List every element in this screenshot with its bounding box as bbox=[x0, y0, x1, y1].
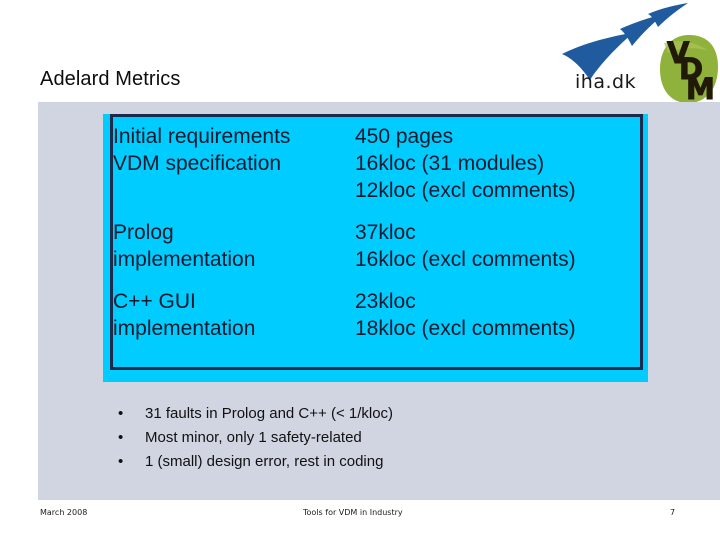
table-group-gap bbox=[113, 273, 640, 288]
page-title: Adelard Metrics bbox=[40, 68, 181, 90]
table-group-gap bbox=[113, 204, 640, 219]
institution-logo: iha.dk V D M bbox=[560, 2, 720, 106]
svg-text:D: D bbox=[679, 52, 703, 86]
table-row: VDM specification 16kloc (31 modules) bbox=[113, 150, 640, 177]
metric-label: implementation bbox=[113, 248, 256, 271]
metric-label: Initial requirements bbox=[113, 125, 291, 148]
blue-swoosh-icon bbox=[562, 3, 688, 80]
metrics-table: Initial requirements 450 pages VDM speci… bbox=[113, 123, 640, 342]
list-item: • Most minor, only 1 safety-related bbox=[118, 426, 638, 450]
metric-value: 450 pages bbox=[355, 125, 454, 148]
table-row: C++ GUI 23kloc bbox=[113, 288, 640, 315]
bullet-list: • 31 faults in Prolog and C++ (< 1/kloc)… bbox=[118, 402, 638, 474]
table-row: Initial requirements 450 pages bbox=[113, 123, 640, 150]
metrics-box-frame: Initial requirements 450 pages VDM speci… bbox=[110, 114, 643, 370]
list-item: • 31 faults in Prolog and C++ (< 1/kloc) bbox=[118, 402, 638, 426]
bullet-icon: • bbox=[118, 405, 124, 422]
footer-date: March 2008 bbox=[40, 508, 88, 517]
bullet-icon: • bbox=[118, 453, 124, 470]
metric-value: 23kloc bbox=[355, 290, 416, 313]
metrics-box: Initial requirements 450 pages VDM speci… bbox=[103, 114, 648, 382]
list-item-label: Most minor, only 1 safety-related bbox=[145, 429, 362, 446]
table-row: implementation 16kloc (excl comments) bbox=[113, 246, 640, 273]
slide-footer: March 2008 Tools for VDM in Industry 7 bbox=[0, 505, 720, 525]
table-row: 12kloc (excl comments) bbox=[113, 177, 640, 204]
svg-text:M: M bbox=[686, 72, 715, 105]
bullet-icon: • bbox=[118, 429, 124, 446]
metric-label: C++ GUI bbox=[113, 290, 196, 313]
table-row: Prolog 37kloc bbox=[113, 219, 640, 246]
metric-label: implementation bbox=[113, 317, 256, 340]
content-panel: Initial requirements 450 pages VDM speci… bbox=[38, 102, 720, 500]
metric-value: 16kloc (31 modules) bbox=[355, 152, 545, 175]
list-item: • 1 (small) design error, rest in coding bbox=[118, 450, 638, 474]
metric-label: Prolog bbox=[113, 221, 174, 244]
metric-value: 18kloc (excl comments) bbox=[355, 317, 576, 340]
svg-text:V: V bbox=[667, 36, 690, 70]
footer-title: Tools for VDM in Industry bbox=[303, 508, 403, 517]
metric-label-spacer bbox=[113, 177, 355, 204]
metric-value: 16kloc (excl comments) bbox=[355, 248, 576, 271]
vdm-badge-icon: V D M bbox=[660, 35, 718, 105]
metric-value: 12kloc (excl comments) bbox=[355, 179, 576, 202]
list-item-label: 1 (small) design error, rest in coding bbox=[145, 453, 384, 470]
metric-value: 37kloc bbox=[355, 221, 416, 244]
metric-label: VDM specification bbox=[113, 152, 282, 175]
logo-wordmark: iha.dk bbox=[575, 71, 637, 93]
table-row: implementation 18kloc (excl comments) bbox=[113, 315, 640, 342]
list-item-label: 31 faults in Prolog and C++ (< 1/kloc) bbox=[145, 405, 394, 422]
footer-page-number: 7 bbox=[670, 508, 676, 517]
